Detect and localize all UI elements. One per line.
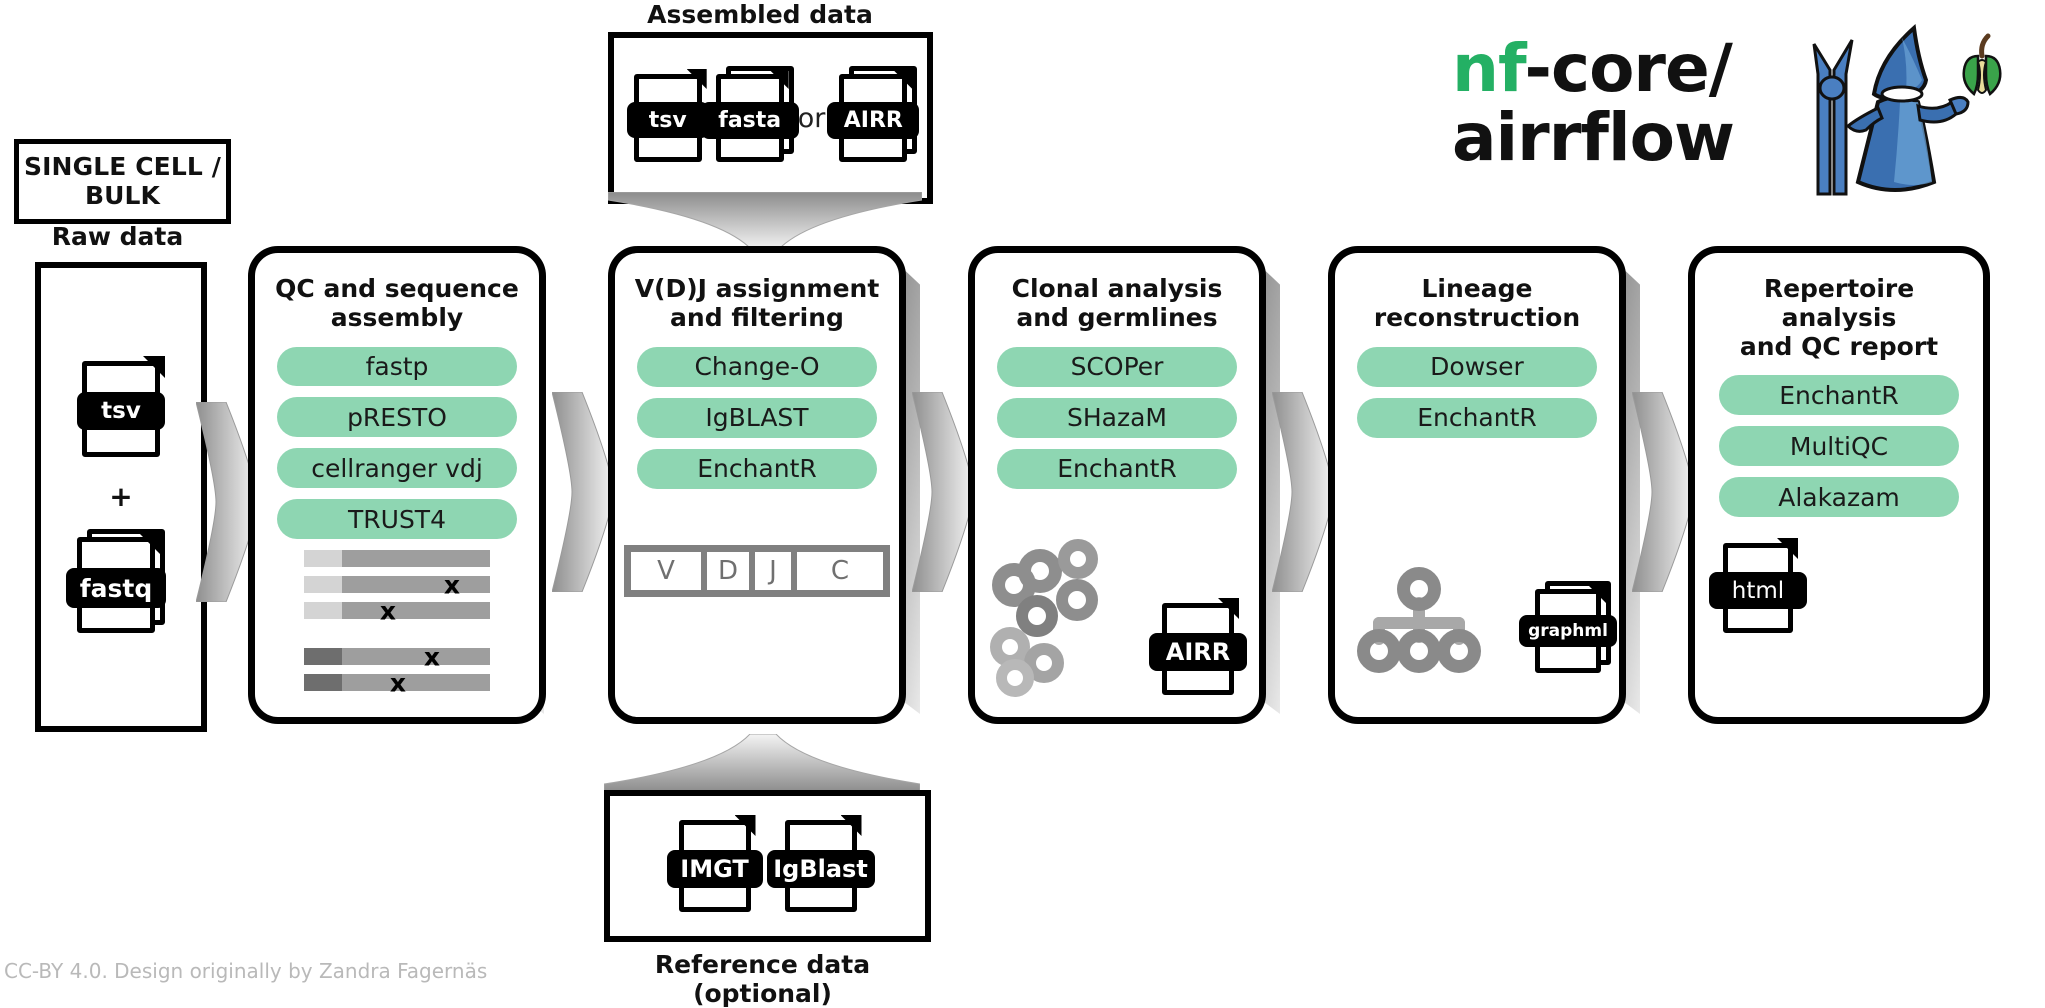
tool-pill[interactable]: Change-O xyxy=(637,346,877,387)
read-mismatch-x: x xyxy=(389,668,407,697)
tool-pill[interactable]: Dowser xyxy=(1357,346,1597,387)
clone-cluster-diagram xyxy=(990,539,1112,697)
input-mode-badge: SINGLE CELL / BULK xyxy=(14,139,231,224)
tool-pill[interactable]: EnchantR xyxy=(1719,375,1959,416)
read-row: x xyxy=(304,572,490,597)
tool-pill[interactable]: fastp xyxy=(277,346,517,387)
stage-card-clonal-analysis-and-germlines[interactable]: Clonal analysis and germlines SCOPer SHa… xyxy=(968,246,1266,724)
file-icon-airr: AIRR xyxy=(1149,598,1247,695)
license-footer: CC-BY 4.0. Design originally by Zandra F… xyxy=(4,959,488,983)
flow-arrow-2 xyxy=(552,392,614,592)
stage-art-clonal-clusters: AIRR xyxy=(986,539,1248,717)
read-row: x xyxy=(304,670,490,695)
flow-arrow-assembled-down xyxy=(608,192,922,250)
flow-arrow-3 xyxy=(912,392,974,592)
file-label: IgBlast xyxy=(766,850,875,888)
stage-title: V(D)J assignment and filtering xyxy=(634,274,880,332)
input-mode-label: SINGLE CELL / BULK xyxy=(24,151,221,210)
file-icon-fasta: fasta xyxy=(700,66,799,162)
tool-pill[interactable]: EnchantR xyxy=(997,448,1237,489)
stage-card-repertoire-analysis-and-qc-report[interactable]: Repertoire analysis and QC report Enchan… xyxy=(1688,246,1990,724)
logo-wordmark: nf-core/ airrflow xyxy=(1452,34,1782,173)
file-icon-tsv: tsv xyxy=(626,69,709,162)
stage-card-vdj-assignment-and-filtering[interactable]: V(D)J assignment and filtering Change-O … xyxy=(608,246,906,724)
stage-art-lineage-tree: graphml xyxy=(1341,567,1617,717)
logo-nf-text: nf xyxy=(1452,30,1526,107)
stage-art-report-output: html xyxy=(1699,538,1979,717)
tool-pill[interactable]: EnchantR xyxy=(637,448,877,489)
stage-title: QC and sequence assembly xyxy=(275,274,519,332)
stage-card-lineage-reconstruction[interactable]: Lineage reconstruction Dowser EnchantR g… xyxy=(1328,246,1626,724)
tool-pill[interactable]: SHazaM xyxy=(997,397,1237,438)
reads-diagram: x x x x xyxy=(304,550,490,695)
file-icon-fastq: fastq xyxy=(66,529,166,633)
file-label: fastq xyxy=(66,568,166,608)
stage-art-sequence-reads: x x x x xyxy=(271,550,523,717)
assembled-or-label: or xyxy=(797,102,826,134)
tool-pill[interactable]: MultiQC xyxy=(1719,426,1959,467)
flow-arrow-4 xyxy=(1272,392,1334,592)
file-icon-imgt: IMGT xyxy=(666,815,763,912)
file-label: html xyxy=(1709,572,1807,609)
logo-airrflow-text: airrflow xyxy=(1452,99,1735,177)
file-label: tsv xyxy=(626,102,709,138)
wizard-mascot-icon xyxy=(1812,24,2002,196)
segment-c: C xyxy=(794,549,886,593)
file-label: AIRR xyxy=(827,102,920,139)
file-icon-html: html xyxy=(1709,538,1807,633)
segment-d: D xyxy=(704,549,752,593)
raw-data-plus: + xyxy=(109,480,133,513)
tool-pill[interactable]: TRUST4 xyxy=(277,499,517,539)
file-label: IMGT xyxy=(666,850,763,888)
read-mismatch-x: x xyxy=(443,570,461,599)
assembled-data-panel: tsv fasta or AIRR xyxy=(608,32,933,204)
assembled-data-label: Assembled data xyxy=(647,0,873,29)
stage-art-vdj-segments: V D J C xyxy=(624,545,890,717)
file-icon-igblast: IgBlast xyxy=(766,815,875,912)
file-label: AIRR xyxy=(1149,633,1247,671)
file-icon-airr: AIRR xyxy=(827,66,920,162)
file-icon-tsv: tsv xyxy=(77,356,165,457)
flow-arrow-5 xyxy=(1632,392,1694,592)
stage-card-qc-and-sequence-assembly[interactable]: QC and sequence assembly fastp pRESTO ce… xyxy=(248,246,546,724)
segment-j: J xyxy=(752,549,794,593)
tool-pill[interactable]: cellranger vdj xyxy=(277,448,517,489)
tool-pill[interactable]: pRESTO xyxy=(277,397,517,438)
read-mismatch-x: x xyxy=(379,596,397,625)
tool-pill[interactable]: SCOPer xyxy=(997,346,1237,387)
vdj-segment-bar: V D J C xyxy=(624,545,890,597)
read-row: x xyxy=(304,598,490,623)
nf-core-airrflow-logo: nf-core/ airrflow xyxy=(1452,24,2012,203)
tool-pill[interactable]: IgBLAST xyxy=(637,397,877,438)
flow-arrow-reference-up xyxy=(604,734,920,792)
read-mismatch-x: x xyxy=(423,642,441,671)
stage-title: Lineage reconstruction xyxy=(1373,274,1581,332)
logo-core-text: -core/ xyxy=(1524,30,1733,107)
read-row: x xyxy=(304,644,490,669)
file-label: graphml xyxy=(1519,615,1617,647)
reference-data-label: Reference data (optional) xyxy=(654,950,871,1008)
lineage-tree-diagram xyxy=(1353,567,1483,673)
reference-data-panel: IMGT IgBlast xyxy=(604,790,931,942)
file-label: tsv xyxy=(77,392,165,430)
read-row xyxy=(304,550,490,567)
tool-pill[interactable]: Alakazam xyxy=(1719,477,1959,518)
file-icon-graphml: graphml xyxy=(1519,581,1617,673)
stage-title: Clonal analysis and germlines xyxy=(1011,274,1223,332)
raw-data-panel: tsv + fastq xyxy=(35,262,207,732)
tool-pill[interactable]: EnchantR xyxy=(1357,397,1597,438)
raw-data-label: Raw data xyxy=(51,222,184,251)
file-label: fasta xyxy=(700,102,799,139)
stage-title: Repertoire analysis and QC report xyxy=(1739,274,1939,361)
segment-v: V xyxy=(628,549,704,593)
